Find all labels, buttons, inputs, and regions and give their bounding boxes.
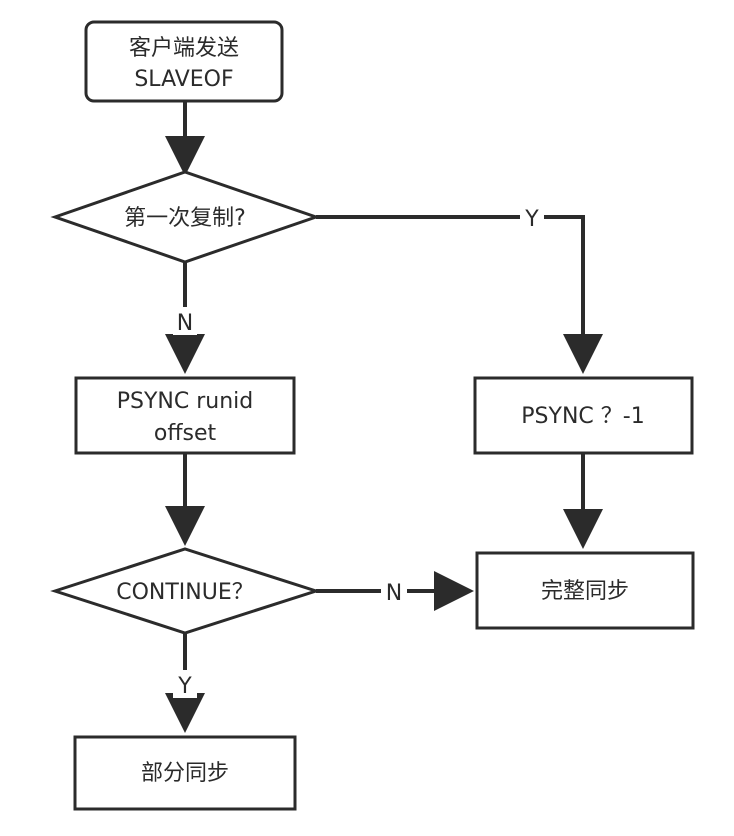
node-start: 客户端发送 SLAVEOF: [84, 20, 284, 103]
node-full-sync-text: 完整同步: [541, 579, 629, 604]
edge-decision-yes: [316, 215, 603, 374]
node-continue-decision: CONTINUE？: [50, 547, 321, 635]
node-start-line-2: SLAVEOF: [134, 67, 233, 92]
node-first-copy-decision: 第一次复制?: [50, 170, 321, 264]
node-start-line-1: 客户端发送: [129, 36, 239, 61]
node-full-sync: 完整同步: [475, 551, 695, 630]
node-psync-runid-line-1: PSYNC runid: [117, 389, 254, 414]
node-continue-text: CONTINUE？: [116, 580, 254, 605]
node-psync-full-cmd-text: PSYNC ？-1: [521, 404, 644, 429]
node-psync-full-cmd: PSYNC ？-1: [473, 376, 694, 455]
edge-label-first-copy-no: N: [177, 311, 193, 336]
edge-label-continue-no: N: [386, 581, 402, 606]
edge-labels: Y N N Y: [173, 204, 544, 699]
node-first-copy-text: 第一次复制?: [124, 206, 246, 231]
node-psync-runid-line-2: offset: [154, 421, 217, 446]
node-partial-sync-text: 部分同步: [141, 761, 229, 786]
edge-label-continue-yes: Y: [177, 674, 192, 699]
edge-label-first-copy-yes: Y: [524, 207, 539, 232]
node-partial-sync: 部分同步: [73, 735, 297, 811]
node-psync-runid: PSYNC runid offset: [74, 376, 296, 455]
